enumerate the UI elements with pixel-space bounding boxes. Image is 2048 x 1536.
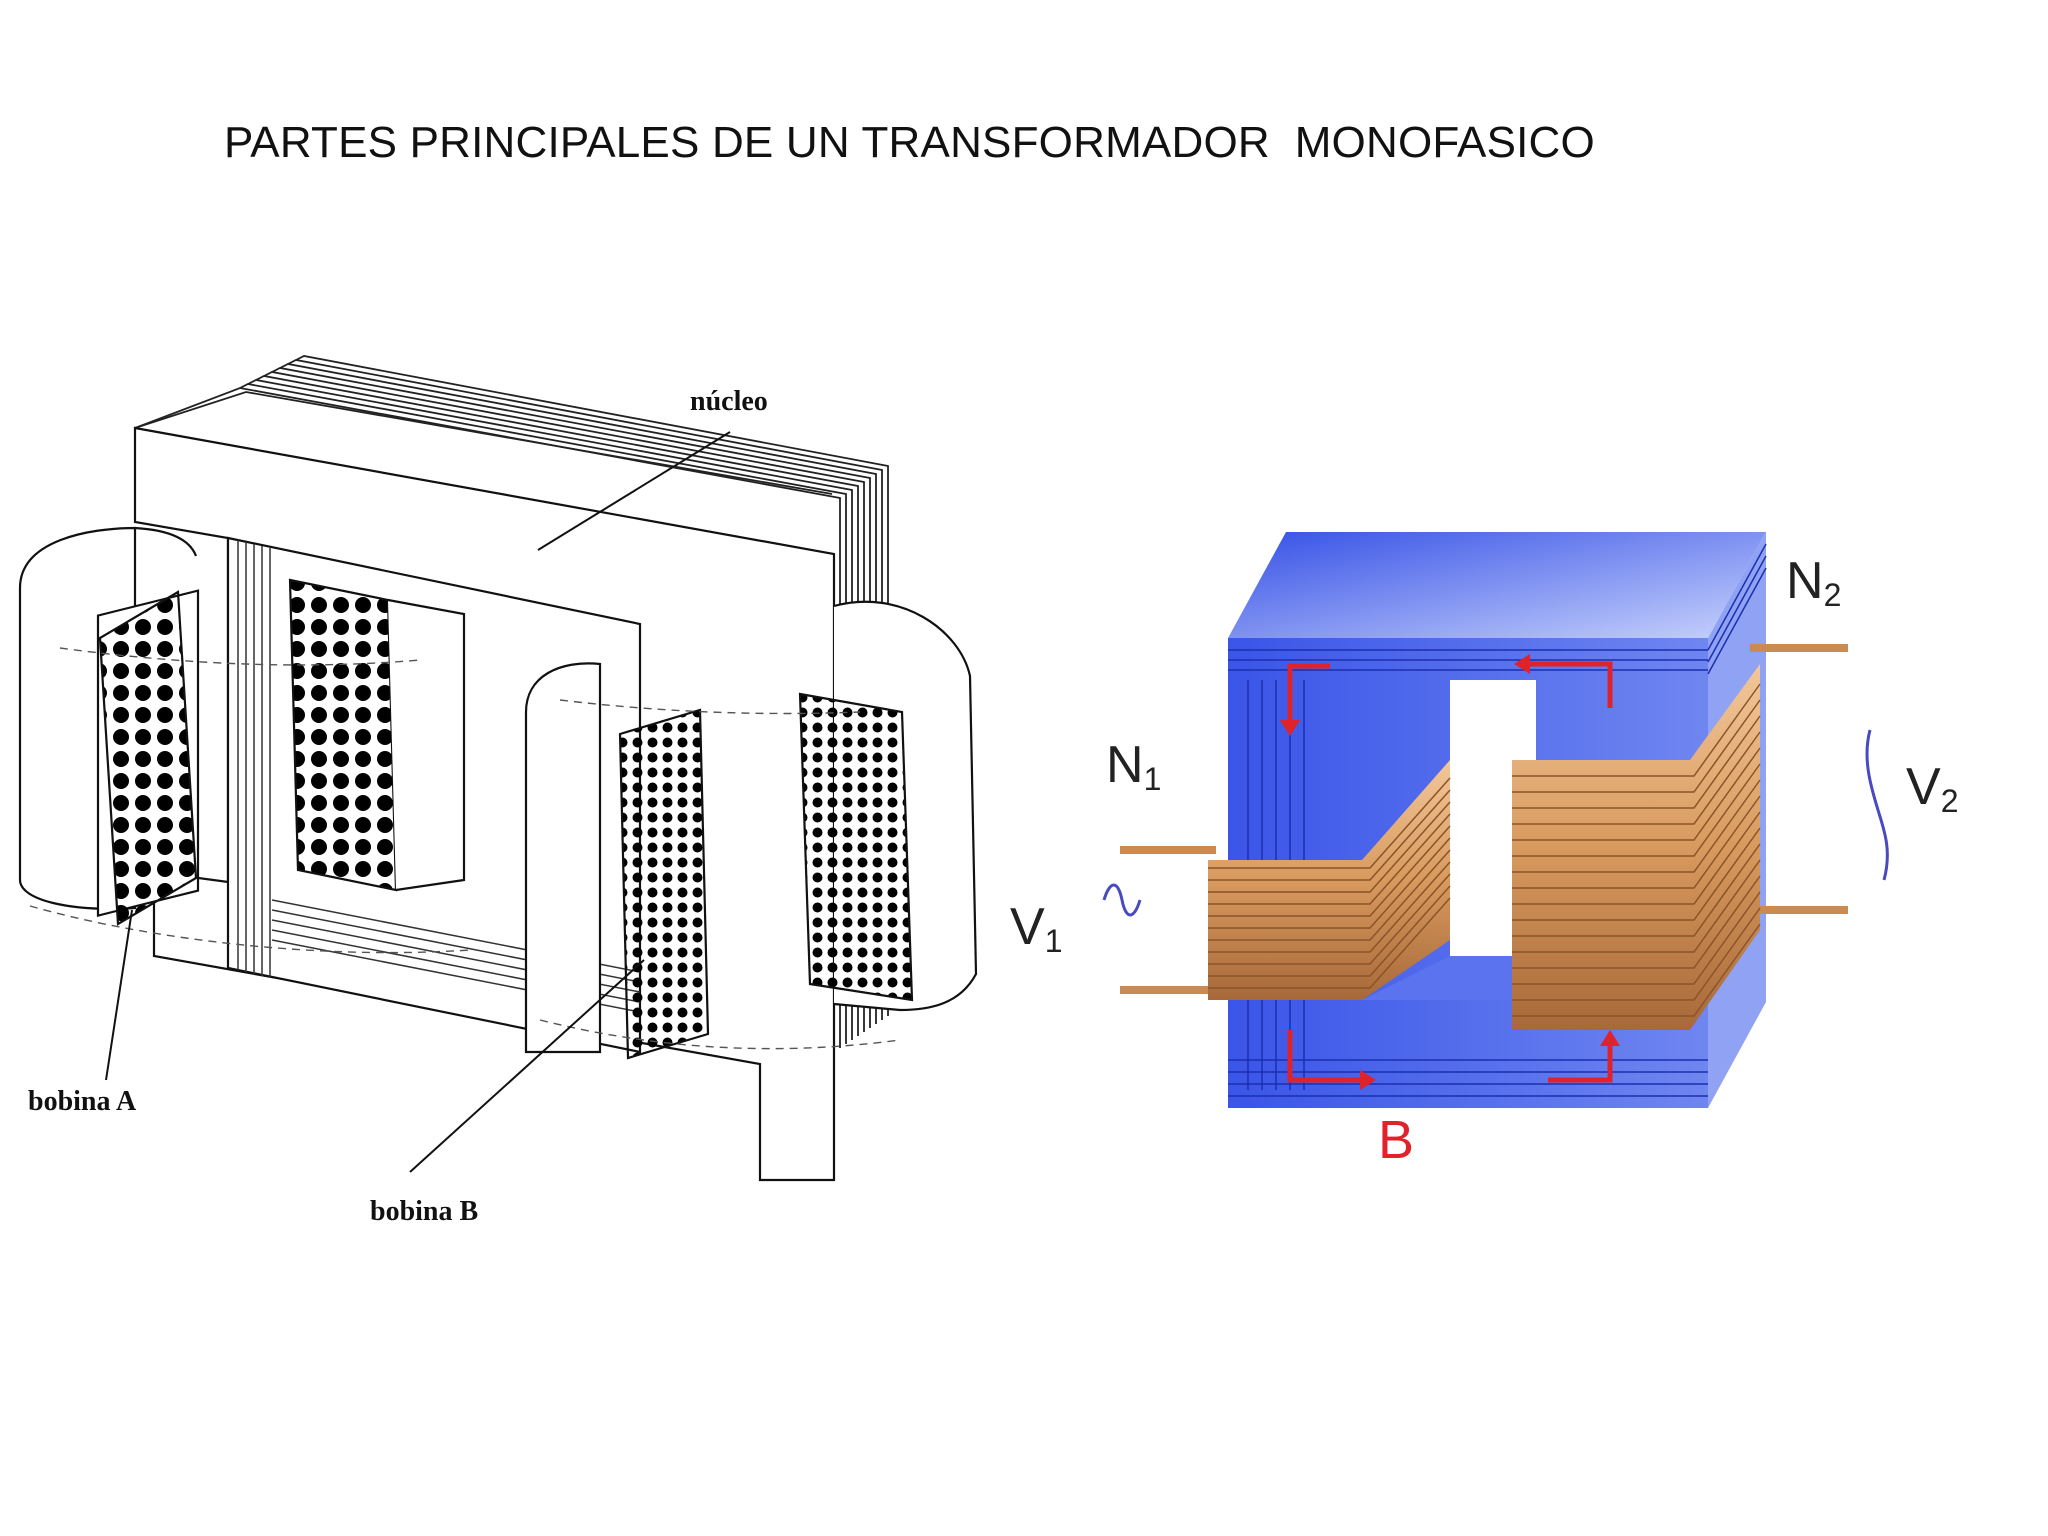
coil-b-leader-line <box>409 959 645 1173</box>
coil-a-leader-line <box>105 909 133 1081</box>
primary-winding <box>1120 760 1451 1000</box>
coil-a-section <box>98 590 198 926</box>
core-top-face <box>1228 532 1766 638</box>
coil-b-label: bobina B <box>370 1196 478 1227</box>
v1-label: V1 <box>1010 898 1062 959</box>
n2-label: N2 <box>1786 552 1841 613</box>
coil-a <box>18 526 466 926</box>
core-label: núcleo <box>690 386 768 417</box>
flux-label: B <box>1378 1110 1414 1170</box>
coil-b-outer-section <box>798 692 914 1002</box>
flux-path <box>1287 661 1613 1083</box>
secondary-winding <box>1512 644 1848 1030</box>
slide-title: PARTES PRINCIPALES DE UN TRANSFORMADOR M… <box>224 118 1595 167</box>
coil-a-label: bobina A <box>28 1086 137 1117</box>
ac-source-icon <box>1102 883 1142 917</box>
left-transformer-drawing: núcleo bobina A bobina B <box>18 355 978 1227</box>
v2-label: V2 <box>1906 758 1958 819</box>
n1-label: N1 <box>1106 736 1161 797</box>
coil-a-inner-section <box>288 578 398 892</box>
coil-b <box>524 600 978 1060</box>
right-transformer-drawing: N1 N2 V1 V2 B <box>1010 532 1958 1170</box>
ac-output-icon <box>1865 729 1889 881</box>
coil-b-section <box>618 708 710 1060</box>
core-leader-line <box>537 431 731 551</box>
